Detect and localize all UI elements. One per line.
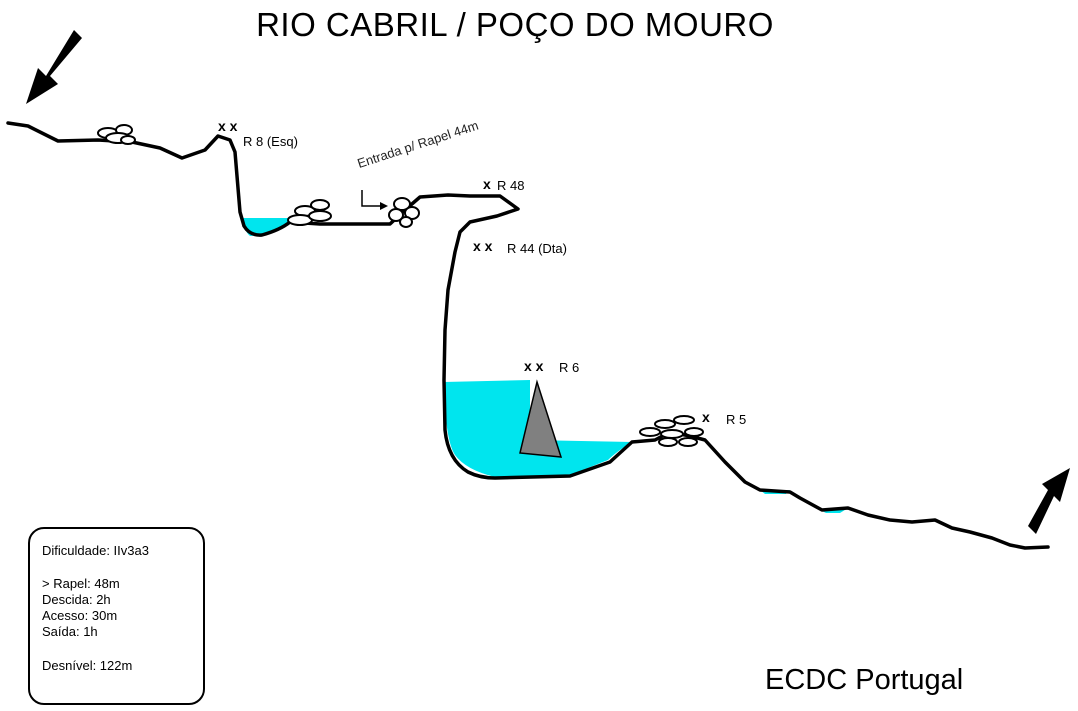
big-pool — [444, 380, 632, 477]
anchor-r48-label: R 48 — [497, 178, 525, 193]
upper-pool — [243, 218, 290, 236]
anchor-r8-label: R 8 (Esq) — [243, 134, 298, 149]
canyon-profile-line — [6, 121, 1050, 550]
svg-text:x x: x x — [473, 238, 493, 254]
brand-label: ECDC Portugal — [765, 664, 964, 696]
anchor-markers: x x x x x x x x — [218, 118, 710, 425]
descent-text: Descida: 2h — [42, 592, 111, 607]
svg-text:x: x — [483, 176, 491, 192]
svg-text:x x: x x — [218, 118, 238, 134]
max-rappel-text: > Rapel: 48m — [42, 576, 120, 591]
access-text: Acesso: 30m — [42, 608, 118, 623]
elevation-text: Desnível: 122m — [42, 658, 133, 673]
entry-arrow-icon — [361, 190, 388, 210]
end-arrow-icon — [1028, 468, 1070, 534]
diagram-title: RIO CABRIL / POÇO DO MOURO — [256, 6, 774, 43]
boulders-r5 — [639, 415, 704, 447]
info-box: Dificuldade: IIv3a3 > Rapel: 48m Descida… — [28, 527, 205, 705]
exit-text: Saída: 1h — [42, 624, 98, 639]
svg-text:x x: x x — [524, 358, 544, 374]
rock-spire — [519, 379, 563, 458]
anchor-r6-label: R 6 — [559, 360, 580, 375]
start-arrow-icon — [26, 30, 82, 104]
anchor-r44-label: R 44 (Dta) — [507, 241, 567, 256]
boulders-entry — [388, 197, 420, 228]
boulders-upper — [97, 124, 136, 145]
anchor-r5-label: R 5 — [726, 412, 747, 427]
svg-text:x: x — [702, 409, 710, 425]
difficulty-text: Dificuldade: IIv3a3 — [42, 543, 149, 558]
boulders-pool — [287, 199, 332, 226]
